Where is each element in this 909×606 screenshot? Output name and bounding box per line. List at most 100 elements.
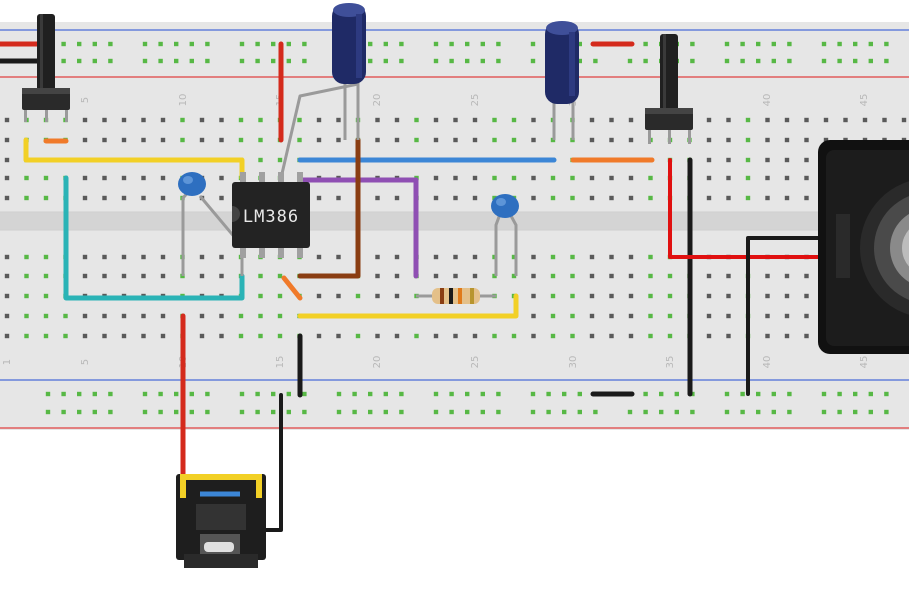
breadboard-hole [158,58,163,64]
breadboard-hole [399,391,404,397]
breadboard-hole [238,137,244,143]
breadboard-hole [141,273,146,279]
breadboard-hole [628,117,634,123]
breadboard-hole [643,58,648,64]
breadboard-hole [102,254,107,260]
column-number: 1 [2,359,13,365]
breadboard-hole [316,333,322,339]
breadboard-hole [160,254,166,260]
breadboard-hole [804,117,809,123]
breadboard-hole [648,195,653,201]
breadboard-hole [189,58,194,64]
breadboard-hole [706,273,712,279]
breadboard-hole [756,409,761,415]
breadboard-hole [219,273,224,279]
breadboard-hole [492,175,497,181]
breadboard-hole [449,409,454,415]
breadboard-hole [286,391,291,397]
breadboard-hole [884,58,889,64]
breadboard-hole [472,137,478,143]
breadboard-hole [121,117,127,123]
breadboard-hole [399,58,404,64]
breadboard-hole [609,117,614,123]
breadboard-hole [239,58,245,64]
breadboard-hole [316,293,322,299]
breadboard-hole [821,391,827,397]
breadboard-hole [4,254,10,260]
wires [0,41,822,532]
breadboard-hole [45,391,51,397]
breadboard-hole [82,117,88,123]
breadboard-hole [24,254,29,260]
breadboard-hole [659,409,664,415]
breadboard-hole [108,58,113,64]
breadboard-hole [530,58,536,64]
breadboard-hole [277,313,283,319]
breadboard-hole [255,391,260,397]
breadboard-hole [609,254,614,260]
breadboard-hole [784,195,790,201]
breadboard-hole [24,273,29,279]
breadboard-hole [82,254,88,260]
breadboard-hole [726,313,731,319]
breadboard-hole [530,409,536,415]
breadboard-hole [589,313,595,319]
breadboard-hole [82,313,88,319]
breadboard-hole [121,175,127,181]
breadboard-hole [771,391,776,397]
breadboard-hole [628,273,634,279]
column-number: 40 [762,94,773,107]
breadboard-hole [180,137,185,143]
breadboard-hole [61,409,66,415]
breadboard-hole [496,391,501,397]
breadboard-hole [453,273,458,279]
breadboard-hole [238,333,244,339]
breadboard-hole [219,117,224,123]
breadboard-hole [453,137,458,143]
breadboard-hole [511,254,517,260]
breadboard-hole [108,41,113,47]
breadboard-hole [199,117,205,123]
breadboard-hole [570,175,575,181]
breadboard-hole [706,195,712,201]
breadboard-hole [667,313,673,319]
breadboard-hole [297,117,302,123]
breadboard-hole [102,333,107,339]
breadboard-hole [77,409,82,415]
breadboard-hole [383,391,388,397]
breadboard-hole [433,409,439,415]
breadboard-hole [589,137,595,143]
breadboard-hole [868,391,873,397]
breadboard-hole [142,58,148,64]
breadboard-hole [765,313,770,319]
breadboard-hole [472,175,478,181]
breadboard-hole [648,293,653,299]
breadboard-hole [745,195,751,201]
breadboard-hole [531,333,536,339]
breadboard-hole [648,273,653,279]
column-number: 45 [859,356,870,369]
breadboard-hole [336,409,342,415]
breadboard-hole [258,313,263,319]
breadboard-hole [628,293,634,299]
breadboard-hole [868,409,873,415]
breadboard-hole [765,117,770,123]
breadboard-hole [771,41,776,47]
breadboard-hole [804,175,809,181]
breadboard-hole [158,41,163,47]
column-number: 20 [372,94,383,107]
breadboard-hole [141,195,146,201]
breadboard-hole [756,58,761,64]
breadboard-hole [589,333,595,339]
breadboard-hole [472,333,478,339]
center-channel [0,212,909,230]
potentiometer-icon [645,34,693,144]
breadboard-hole [667,273,673,279]
breadboard-hole [740,58,745,64]
breadboard-hole [141,175,146,181]
breadboard-hole [690,41,695,47]
breadboard-hole [609,137,614,143]
breadboard-hole [286,41,291,47]
breadboard-hole [43,313,49,319]
breadboard-hole [375,137,380,143]
